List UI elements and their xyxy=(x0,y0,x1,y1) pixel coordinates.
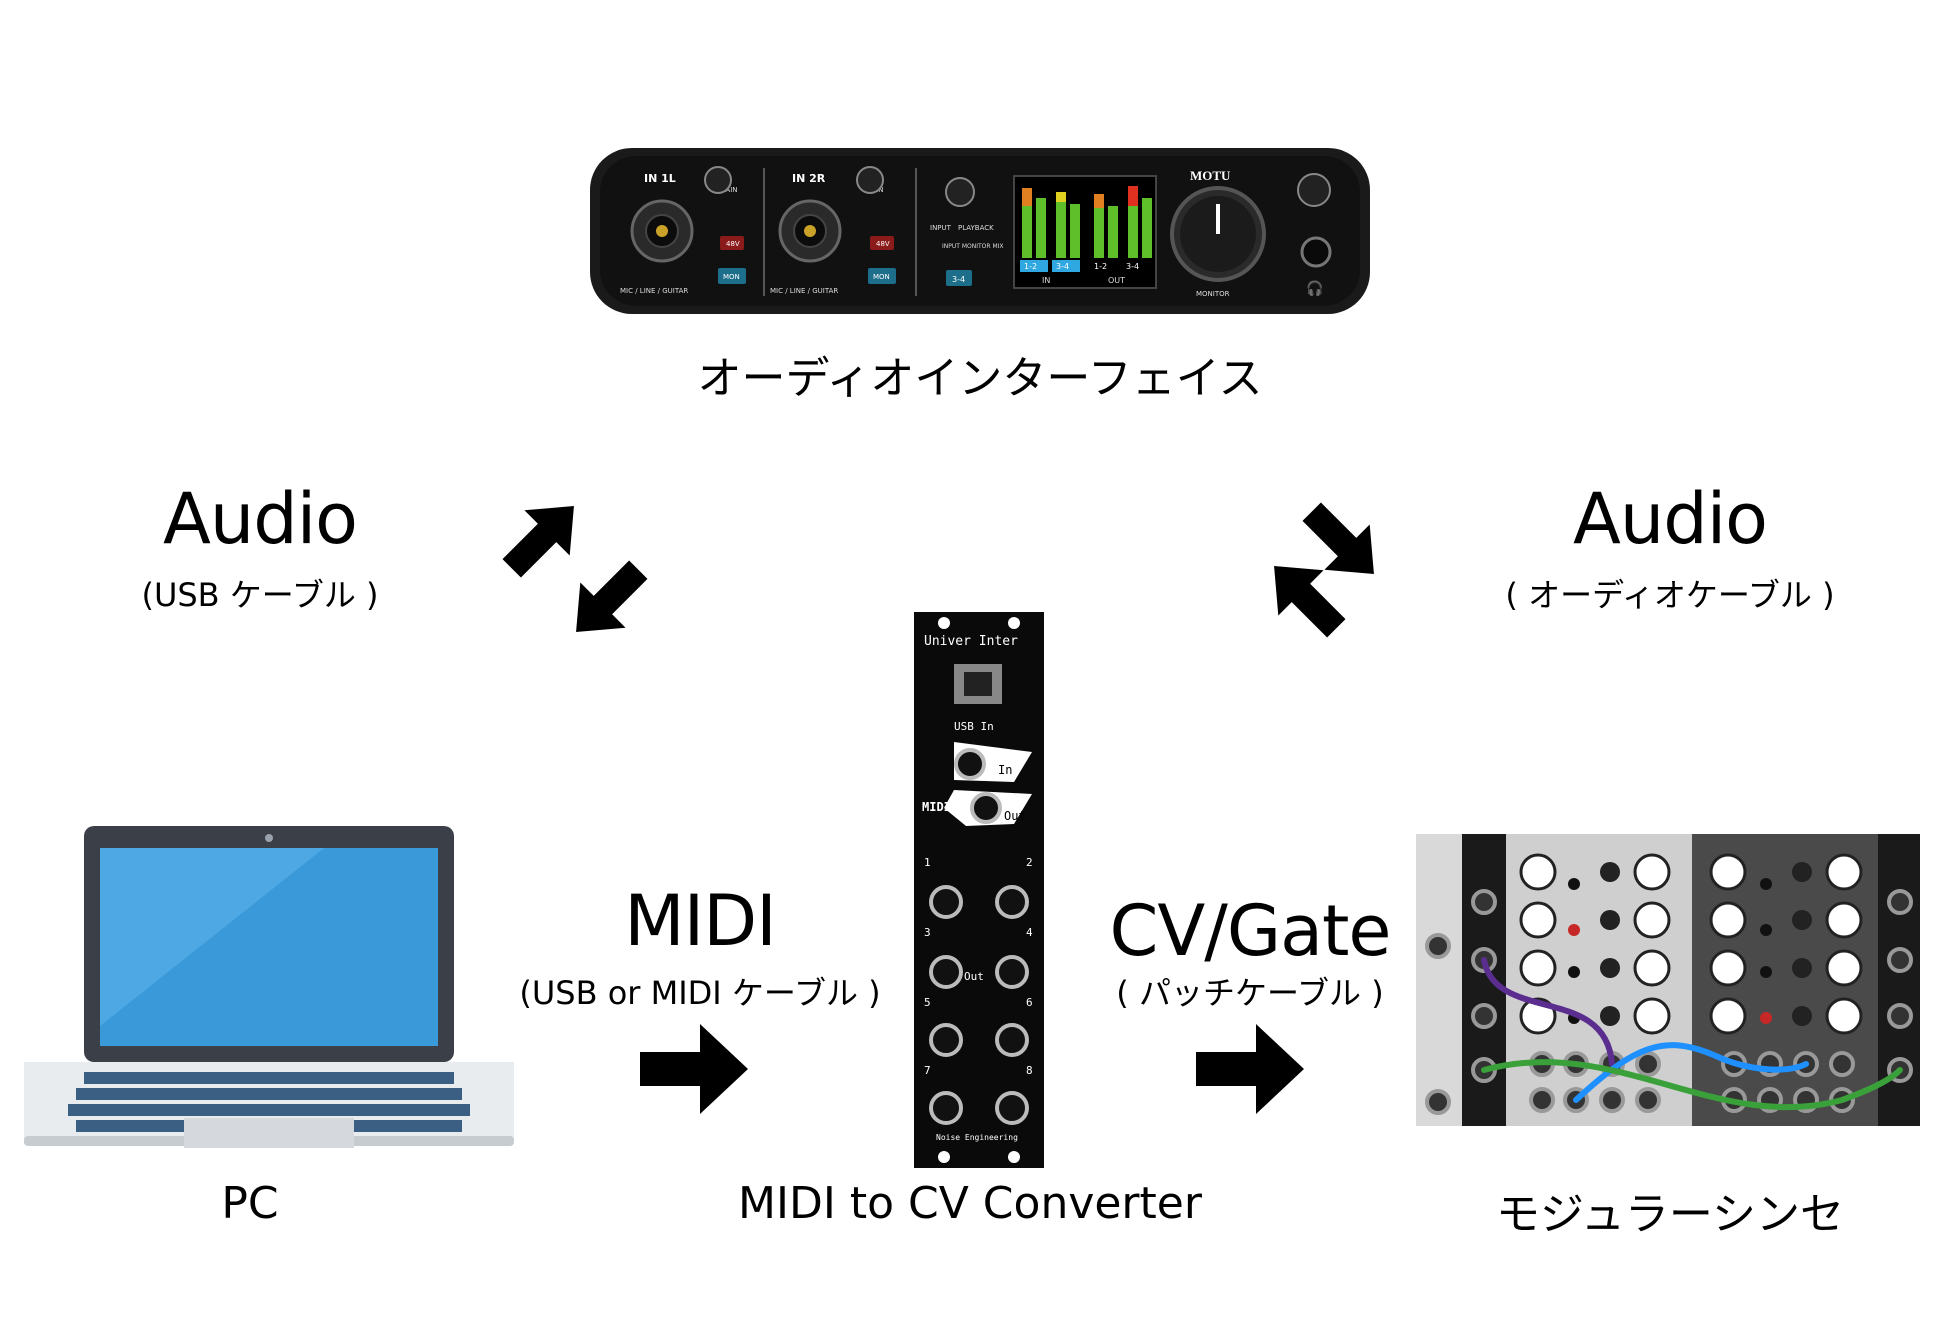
svg-text:In: In xyxy=(998,763,1012,777)
audio-interface-image: IN 1L GAIN 48V MON MIC / LINE / GUITAR I… xyxy=(590,148,1370,314)
cv-out-jack-1[interactable] xyxy=(929,885,963,919)
svg-text:8: 8 xyxy=(1026,1064,1033,1077)
mon-button-1[interactable] xyxy=(718,268,746,284)
svg-text:MIC / LINE / GUITAR: MIC / LINE / GUITAR xyxy=(620,287,688,295)
cv-out-jack-6[interactable] xyxy=(995,1023,1029,1057)
maker-logo: Noise Engineering xyxy=(936,1133,1018,1142)
right-arrow-pair xyxy=(1274,502,1374,638)
cv-out-jack-3[interactable] xyxy=(929,955,963,989)
left-audio-title: Audio xyxy=(163,478,358,560)
svg-text:7: 7 xyxy=(924,1064,931,1077)
svg-text:3-4: 3-4 xyxy=(1126,262,1139,271)
left-arrow-pair xyxy=(502,506,648,632)
svg-text:IN: IN xyxy=(1042,276,1050,285)
cv-out-jack-7[interactable] xyxy=(929,1091,963,1125)
svg-text:MON: MON xyxy=(873,273,890,281)
cv-arrow-icon xyxy=(1196,1024,1304,1114)
arrow-down-left-icon xyxy=(576,560,648,632)
right-audio-subtitle: ( オーディオケーブル ) xyxy=(1505,576,1835,614)
svg-text:INPUT: INPUT xyxy=(930,224,952,232)
phantom-button-2[interactable] xyxy=(870,236,894,250)
cv-jacks: 1 2 3 4 Out 5 6 7 8 xyxy=(924,856,1033,1125)
svg-text:MONITOR: MONITOR xyxy=(1196,290,1230,298)
patch-cables xyxy=(1481,957,1903,1111)
phones-knob[interactable] xyxy=(1297,173,1331,207)
svg-text:MIC / LINE / GUITAR: MIC / LINE / GUITAR xyxy=(770,287,838,295)
synth-knobs xyxy=(1519,853,1863,1035)
left-audio-subtitle: (USB ケーブル ) xyxy=(141,576,379,614)
arrow-down-right-icon xyxy=(1302,502,1374,574)
gain-knob-2[interactable] xyxy=(856,166,884,194)
cv-out-jack-2[interactable] xyxy=(995,885,1029,919)
laptop-image xyxy=(24,826,514,1148)
brand-logo: MOTU xyxy=(1190,168,1231,183)
cv-title: CV/Gate xyxy=(1109,890,1392,972)
modular-synth-image xyxy=(1416,834,1920,1126)
svg-text:1-2: 1-2 xyxy=(1024,262,1037,271)
svg-text:GAIN: GAIN xyxy=(720,186,738,194)
svg-text:1-2: 1-2 xyxy=(1094,262,1107,271)
svg-text:2: 2 xyxy=(1026,856,1033,869)
svg-text:3: 3 xyxy=(924,926,931,939)
converter-caption: MIDI to CV Converter xyxy=(738,1178,1202,1229)
midi-arrow-icon xyxy=(640,1024,748,1114)
in2-label: IN 2R xyxy=(792,172,826,185)
mon-button-2[interactable] xyxy=(868,268,896,284)
pc-caption: PC xyxy=(221,1178,279,1229)
right-audio-title: Audio xyxy=(1573,478,1768,560)
svg-text:PLAYBACK: PLAYBACK xyxy=(958,224,994,232)
svg-text:48V: 48V xyxy=(876,240,890,248)
svg-text:Out: Out xyxy=(964,970,984,983)
svg-text:1: 1 xyxy=(924,856,931,869)
meter-bars xyxy=(1022,186,1152,258)
headphone-icon: 🎧 xyxy=(1306,280,1323,297)
svg-text:3-4: 3-4 xyxy=(952,275,965,284)
midi-title: MIDI xyxy=(624,880,777,962)
svg-text:5: 5 xyxy=(924,996,931,1009)
svg-text:4: 4 xyxy=(1026,926,1033,939)
laptop-trackpad xyxy=(184,1118,354,1148)
modular-caption: モジュラーシンセ xyxy=(1495,1189,1845,1240)
svg-text:MON: MON xyxy=(723,273,740,281)
midi-cv-module-image: Univer Inter USB In MIDI In Out 1 2 3 4 … xyxy=(914,612,1044,1168)
svg-text:OUT: OUT xyxy=(1108,276,1125,285)
svg-text:6: 6 xyxy=(1026,996,1033,1009)
cv-subtitle: ( パッチケーブル ) xyxy=(1116,974,1384,1012)
svg-text:3-4: 3-4 xyxy=(1056,262,1069,271)
midi-in-jack[interactable] xyxy=(954,748,986,780)
svg-text:MIDI: MIDI xyxy=(922,800,951,814)
svg-text:48V: 48V xyxy=(726,240,740,248)
cv-out-jack-4[interactable] xyxy=(995,955,1029,989)
svg-text:Out: Out xyxy=(1004,809,1026,823)
in1-label: IN 1L xyxy=(644,172,676,185)
arrow-up-left-icon xyxy=(1274,566,1346,638)
usb-in-label: USB In xyxy=(954,720,994,733)
midi-subtitle: (USB or MIDI ケーブル ) xyxy=(519,974,881,1012)
monitor-mix-knob[interactable] xyxy=(945,177,975,207)
cv-out-jack-8[interactable] xyxy=(995,1091,1029,1125)
synth-jacks xyxy=(1425,889,1913,1115)
svg-text:INPUT MONITOR MIX: INPUT MONITOR MIX xyxy=(942,243,1004,250)
audio-interface-caption: オーディオインターフェイス xyxy=(697,353,1263,404)
module-header: Univer Inter xyxy=(924,634,1018,649)
arrow-up-right-icon xyxy=(502,506,574,578)
cv-out-jack-5[interactable] xyxy=(929,1023,963,1057)
midi-out-jack[interactable] xyxy=(970,792,1002,824)
phantom-button-1[interactable] xyxy=(720,236,744,250)
gain-knob-1[interactable] xyxy=(704,166,732,194)
headphone-jack[interactable] xyxy=(1300,236,1332,268)
